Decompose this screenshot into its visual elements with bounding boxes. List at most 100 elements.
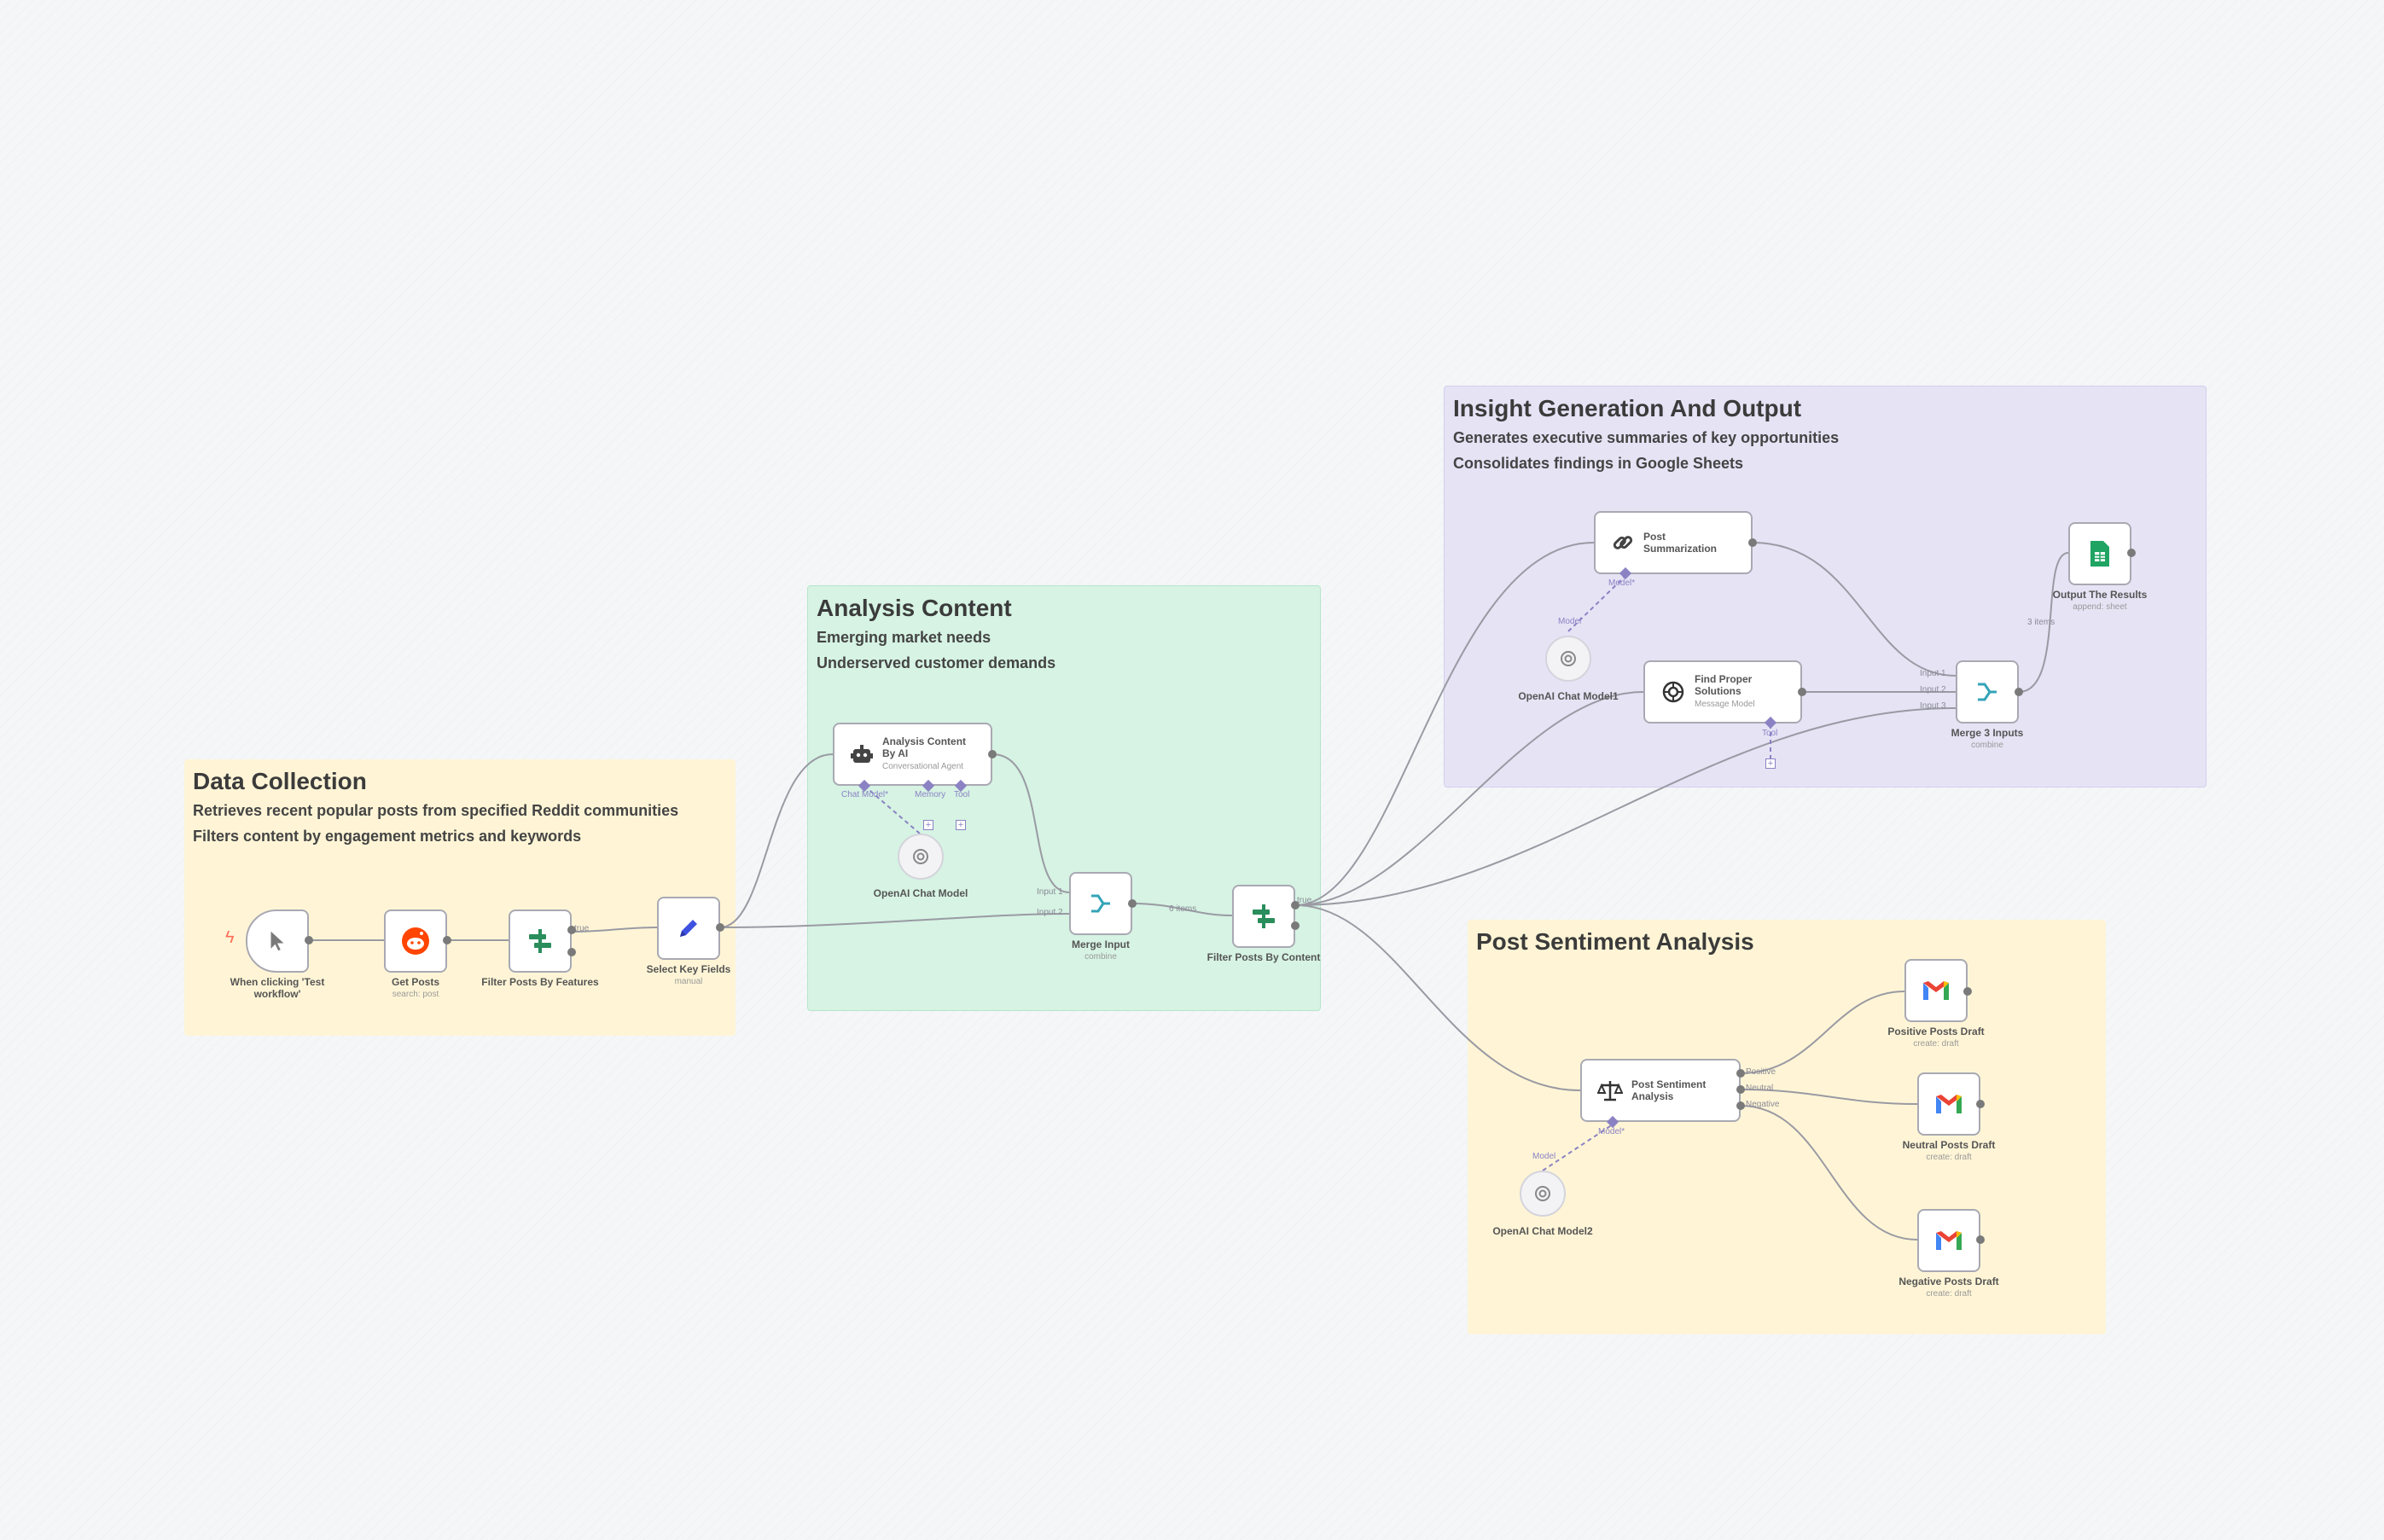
add-memory-button[interactable]: + (923, 820, 933, 830)
add-tool-button[interactable]: + (1765, 758, 1776, 769)
node-title: Positive Posts Draft (1887, 1026, 1985, 1037)
output-port-positive[interactable] (1736, 1069, 1745, 1078)
sticky-title: Analysis Content (817, 595, 1012, 621)
node-box[interactable] (1904, 959, 1968, 1022)
sticky-title: Data Collection (193, 768, 367, 794)
output-port-false[interactable] (1291, 921, 1300, 930)
node-box[interactable] (1917, 1209, 1980, 1272)
google-sheets-icon (2090, 541, 2109, 567)
node-title: Select Key Fields (646, 963, 731, 975)
node-box[interactable] (1917, 1072, 1980, 1136)
port-label-model: Model (1558, 617, 1582, 626)
openai-icon (1662, 681, 1684, 703)
add-tool-button[interactable]: + (956, 820, 966, 830)
edge-label-input1: Input 1 (1037, 887, 1063, 897)
node-subtitle: combine (1971, 741, 2003, 750)
node-title: Output The Results (2052, 589, 2148, 601)
node-title: Summarization (1643, 543, 1718, 555)
reddit-icon (402, 927, 429, 955)
sticky-title: Insight Generation And Output (1453, 395, 1802, 421)
gmail-icon (1936, 1231, 1962, 1250)
edge-label-neutral: Neutral (1746, 1084, 1774, 1093)
output-port-false[interactable] (567, 948, 576, 956)
bolt-icon: ϟ (225, 928, 235, 947)
node-title: By AI (882, 747, 909, 759)
node-title: Post (1643, 531, 1666, 543)
node-title: Solutions (1695, 685, 1741, 697)
node-box[interactable]: Post Sentiment Analysis (1580, 1059, 1741, 1122)
port-label-model: Model* (1608, 578, 1636, 588)
node-box[interactable] (384, 909, 447, 973)
output-port-negative[interactable] (1736, 1101, 1745, 1110)
output-port[interactable] (443, 936, 451, 944)
node-box[interactable]: Analysis Content By AI Conversational Ag… (833, 723, 992, 786)
output-port-neutral[interactable] (1736, 1085, 1745, 1094)
output-port[interactable] (1748, 538, 1757, 547)
node-openai-chat-model1[interactable] (1545, 636, 1591, 682)
sticky-line: Emerging market needs (817, 629, 991, 646)
node-box[interactable] (1232, 885, 1295, 948)
node-title: Merge Input (1072, 939, 1130, 950)
output-port[interactable] (1798, 688, 1806, 696)
openai-icon (1535, 1186, 1550, 1201)
node-title: Get Posts (391, 976, 439, 988)
port-label-chat-model: Chat Model* (841, 790, 889, 799)
output-port[interactable] (2127, 549, 2136, 557)
port-label-model: Model* (1598, 1127, 1625, 1136)
node-title: Filter Posts By Content (1207, 951, 1321, 963)
sticky-title: Post Sentiment Analysis (1476, 928, 1754, 955)
node-subtitle: create: draft (1913, 1039, 1959, 1049)
output-port[interactable] (2015, 688, 2023, 696)
output-port-true[interactable] (1291, 901, 1300, 909)
output-port-true[interactable] (567, 926, 576, 934)
sticky-line: Consolidates findings in Google Sheets (1453, 455, 1744, 472)
port-label-tool: Tool (954, 790, 970, 799)
node-title: Post Sentiment (1631, 1078, 1707, 1090)
edge-label-input1: Input 1 (1920, 669, 1946, 678)
node-title: Filter Posts By Features (481, 976, 599, 988)
cursor-icon (270, 931, 284, 951)
node-box[interactable]: Post Summarization (1594, 511, 1753, 574)
node-box[interactable] (657, 897, 720, 960)
link-icon (1613, 536, 1633, 549)
openai-icon (1561, 651, 1576, 666)
node-subtitle: search: post (392, 990, 439, 999)
port-label-memory: Memory (915, 790, 946, 799)
sticky-post-sentiment[interactable]: Post Sentiment Analysis (1468, 920, 2106, 1334)
node-subtitle: Message Model (1695, 700, 1755, 709)
node-box[interactable] (2068, 522, 2131, 585)
node-box[interactable] (1956, 660, 2019, 724)
node-title: Find Proper (1695, 673, 1753, 685)
output-port[interactable] (1963, 987, 1972, 996)
node-openai-chat-model2[interactable] (1520, 1171, 1566, 1217)
node-box[interactable] (509, 909, 572, 973)
node-subtitle: append: sheet (2073, 602, 2127, 612)
sticky-data-collection[interactable]: Data Collection Retrieves recent popular… (184, 759, 736, 1036)
node-subtitle: create: draft (1926, 1289, 1972, 1299)
output-port[interactable] (988, 750, 997, 758)
output-port[interactable] (305, 936, 313, 944)
node-title: Neutral Posts Draft (1902, 1139, 1996, 1151)
sticky-line: Filters content by engagement metrics an… (193, 828, 582, 845)
output-port[interactable] (1976, 1100, 1985, 1108)
sticky-line: Retrieves recent popular posts from spec… (193, 802, 679, 819)
merge-icon (1978, 683, 1997, 701)
node-openai-chat-model[interactable] (898, 834, 944, 880)
output-port[interactable] (716, 923, 724, 932)
output-port[interactable] (1976, 1235, 1985, 1244)
gmail-icon (1936, 1095, 1962, 1113)
node-title: workflow' (253, 988, 301, 1000)
node-box[interactable] (1069, 872, 1132, 935)
node-box[interactable] (246, 909, 309, 973)
edge-label-positive: Positive (1746, 1067, 1776, 1077)
filter-icon (1253, 904, 1275, 928)
merge-icon (1091, 894, 1110, 913)
filter-icon (529, 929, 551, 953)
node-title: When clicking 'Test (230, 976, 325, 988)
gmail-icon (1923, 981, 1949, 1000)
robot-icon (851, 745, 873, 763)
node-box[interactable]: Find Proper Solutions Message Model (1643, 660, 1802, 724)
edge-label-input2: Input 2 (1037, 908, 1063, 917)
output-port[interactable] (1128, 899, 1137, 908)
